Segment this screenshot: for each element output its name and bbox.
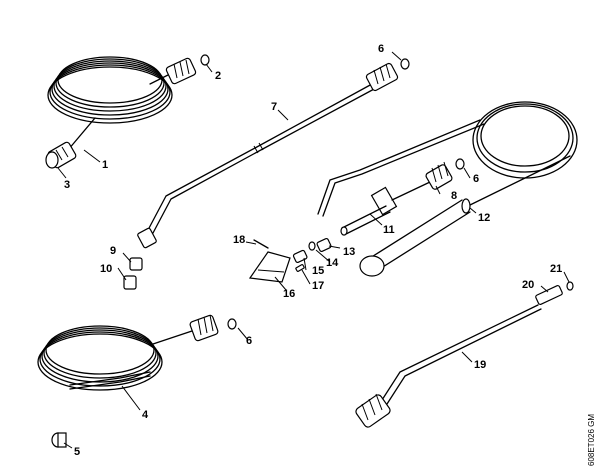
callout-20: 20: [522, 279, 534, 291]
nozzle-part-9: [129, 257, 143, 271]
pin-part-17: [295, 264, 305, 272]
o-ring-part-6-top: [400, 58, 410, 70]
o-ring-part-6-bottom: [227, 318, 237, 330]
nozzle-tip-part-15: [292, 249, 308, 264]
callout-4: 4: [142, 409, 149, 421]
needle-part-18: [253, 239, 269, 249]
callout-1: 1: [102, 159, 108, 171]
o-ring-part-6-right: [455, 158, 465, 170]
hose-nut-fitting-bottom: [45, 141, 77, 169]
callout-8: 8: [451, 190, 457, 202]
callout-18: 18: [233, 234, 245, 246]
hose-nut-part-4: [189, 314, 219, 342]
callout-16: 16: [283, 288, 295, 300]
callout-17: 17: [312, 280, 324, 292]
extension-tube-part-12: [359, 198, 471, 277]
nozzle-part-10: [123, 275, 137, 290]
gun-lance-part-19: [355, 304, 542, 428]
callout-14: 14: [326, 257, 339, 269]
callout-labels: 1 2 3 4 5 6 6 6 7 8 9 10 11 12 13 14 15 …: [64, 43, 562, 458]
o-ring-part-2: [200, 54, 210, 66]
callout-3: 3: [64, 179, 70, 191]
hose-loop-part-12: [317, 101, 578, 217]
callout-19: 19: [474, 359, 486, 371]
callout-6-top: 6: [378, 43, 384, 55]
leader-lines: [57, 51, 570, 449]
callout-12: 12: [478, 212, 490, 224]
nozzle-insert-part-13: [316, 237, 332, 253]
o-ring-part-21: [566, 281, 574, 291]
drawing-code: 608ET026 GM: [587, 414, 596, 466]
hose-coil-part-4: [37, 325, 196, 391]
spray-lance-part-7: [137, 62, 399, 249]
callout-6-right: 6: [473, 173, 479, 185]
fan-nozzle-part-16: [248, 251, 291, 283]
callout-2: 2: [215, 70, 221, 82]
callout-21: 21: [550, 263, 562, 275]
connector-part-20: [535, 285, 563, 305]
callout-13: 13: [343, 246, 355, 258]
hose-coil-part-1: [47, 56, 173, 151]
callout-11: 11: [383, 224, 395, 236]
callout-7: 7: [271, 101, 277, 113]
callout-6-bottom: 6: [246, 335, 252, 347]
hose-nut-fitting-top: [165, 57, 197, 85]
washer-part-14: [308, 241, 316, 251]
callout-5: 5: [74, 446, 80, 458]
connector-tube-part-11: [340, 205, 391, 236]
callout-9: 9: [110, 245, 116, 257]
trigger-handle-part-8: [370, 161, 453, 216]
callout-15: 15: [312, 265, 324, 277]
callout-10: 10: [100, 263, 112, 275]
cap-part-5: [51, 432, 67, 448]
